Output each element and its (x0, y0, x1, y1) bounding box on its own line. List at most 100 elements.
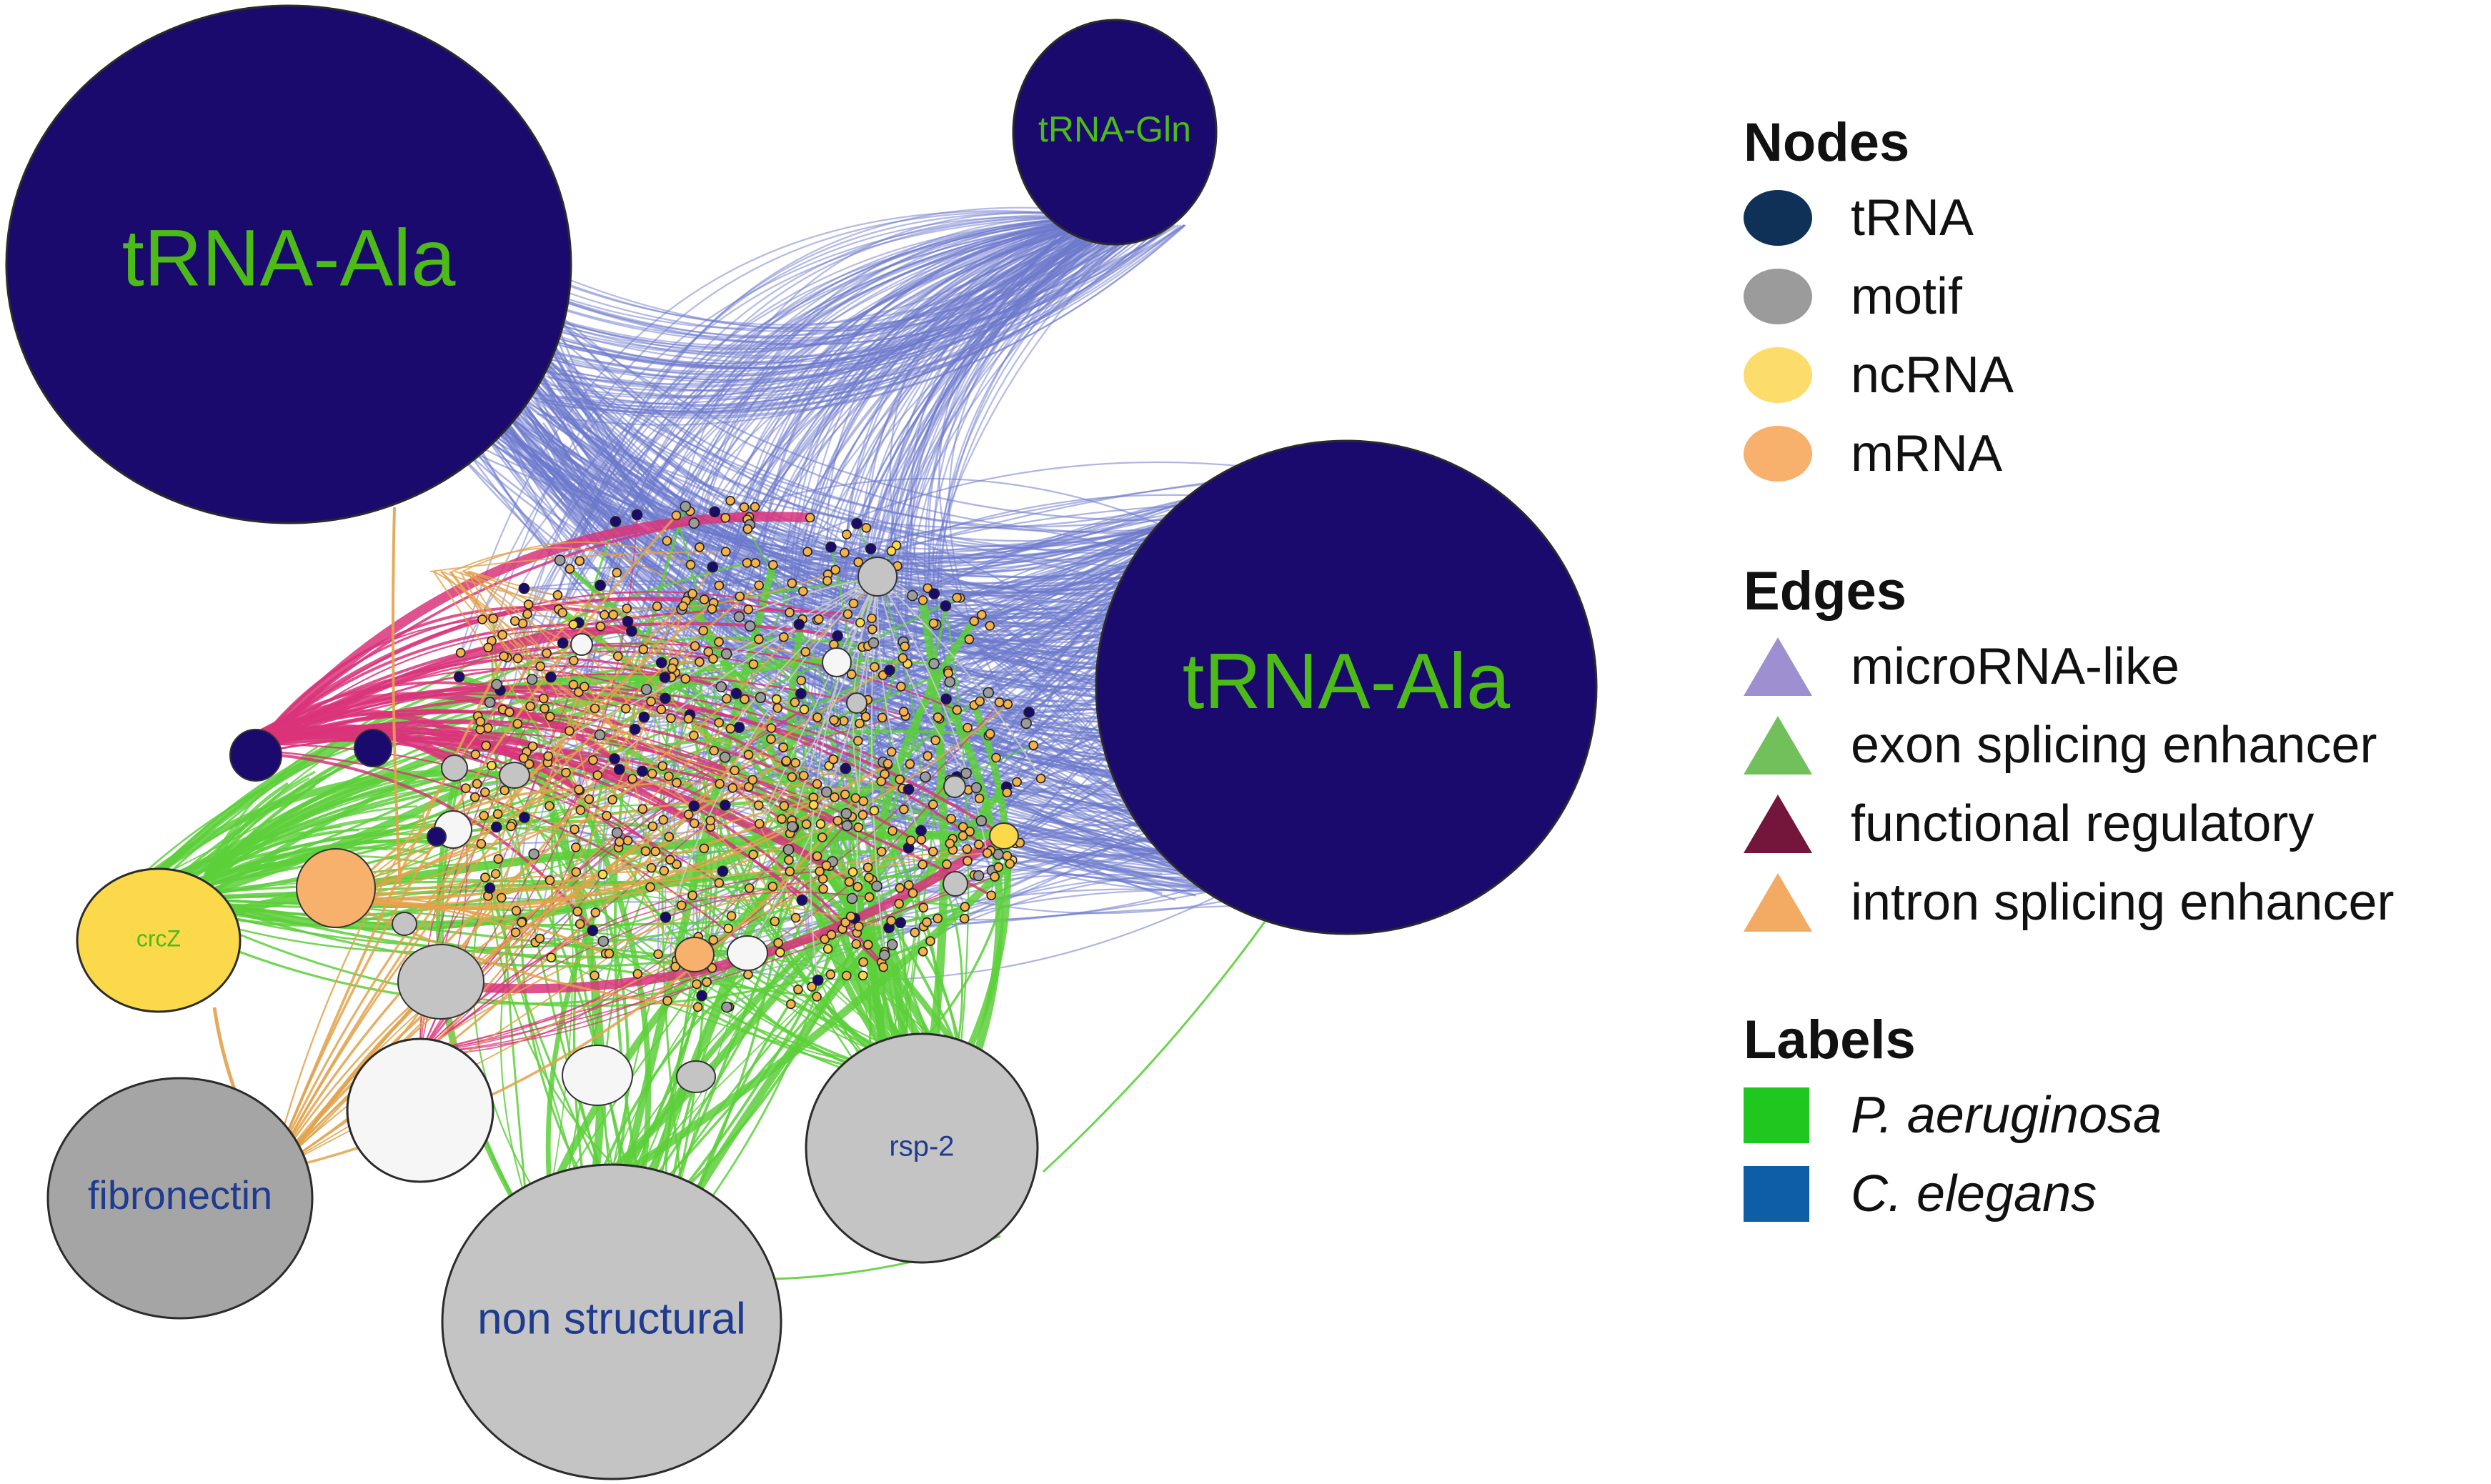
small-node (985, 621, 995, 631)
edge-functional-regulatory (257, 752, 595, 932)
small-node (671, 510, 682, 521)
small-node (545, 712, 555, 722)
small-node (772, 703, 783, 713)
small-node (812, 975, 824, 986)
medium-node (675, 937, 715, 972)
edge-motif (810, 576, 878, 980)
small-node (708, 654, 718, 664)
edge-microrna-like (459, 210, 1108, 653)
edge-intron-splicing-enhancer (271, 905, 682, 1172)
small-node (964, 634, 975, 644)
small-node (848, 598, 859, 609)
edge-functional-regulatory (253, 512, 811, 752)
edge-microrna-like (537, 224, 1144, 426)
small-node (973, 870, 985, 882)
small-node (870, 662, 880, 672)
small-node (750, 502, 760, 512)
small-node (973, 840, 984, 850)
small-node (543, 751, 554, 762)
small-node (469, 792, 480, 802)
small-node (620, 703, 631, 714)
small-node (552, 589, 563, 600)
legend-edges-row: functional regulatory (1744, 785, 2487, 863)
small-node (784, 855, 794, 865)
small-node (730, 687, 742, 699)
small-node (569, 655, 579, 666)
network-diagram: tRNA-AlatRNA-GlntRNA-AlacrcZfibronectinn… (5, 4, 1598, 1480)
small-node (787, 772, 797, 782)
small-node (767, 882, 778, 892)
small-node (886, 546, 897, 557)
small-node (714, 580, 725, 591)
medium-node (441, 755, 468, 782)
small-node (798, 586, 808, 597)
edge-microrna-like (569, 224, 1084, 364)
small-node (845, 911, 856, 922)
edge-functional-regulatory (256, 597, 687, 742)
edge-intron-splicing-enhancer (270, 572, 618, 1172)
small-node (969, 616, 980, 627)
small-node (672, 777, 682, 788)
small-node (748, 850, 758, 860)
edge-exon-splicing-enhancer (201, 790, 337, 884)
small-node (708, 935, 719, 945)
legend-labels-title: Labels (1744, 1010, 1916, 1070)
medium-node (846, 692, 867, 714)
medium-node (943, 871, 968, 897)
small-node (575, 556, 585, 567)
legend-nodes-label: ncRNA (1851, 347, 2014, 404)
edge-intron-splicing-enhancer (454, 571, 797, 918)
small-node (940, 693, 952, 705)
edge-microrna-like (545, 224, 1171, 398)
small-node (851, 517, 862, 529)
small-node (862, 862, 873, 872)
legend-edges-label: intron splicing enhancer (1851, 874, 2395, 931)
small-node (493, 854, 504, 864)
edge-exon-splicing-enhancer (943, 697, 1004, 1081)
small-node (778, 742, 788, 752)
small-node (707, 604, 717, 614)
small-node (455, 647, 466, 658)
edge-microrna-like (507, 345, 1232, 779)
small-node (975, 815, 988, 827)
small-node (720, 648, 732, 660)
small-node (905, 835, 916, 846)
small-node (622, 603, 632, 614)
small-node (647, 769, 657, 779)
edge-microrna-like (454, 314, 1178, 594)
edge-microrna-like (551, 307, 1237, 534)
small-node (720, 512, 731, 523)
small-node (715, 779, 725, 789)
small-node (1012, 777, 1022, 787)
edge-functional-regulatory (257, 629, 695, 755)
small-node (662, 995, 672, 1006)
small-node (743, 750, 754, 760)
small-node (629, 723, 641, 735)
small-node (613, 764, 625, 775)
edge-exon-splicing-enhancer (521, 623, 644, 1228)
small-node (561, 767, 571, 778)
small-node (755, 819, 765, 829)
small-node (709, 745, 720, 756)
small-node (742, 557, 752, 568)
small-node (730, 765, 740, 776)
edge-microrna-like (548, 224, 1173, 407)
small-node (1028, 740, 1038, 750)
small-node (453, 671, 465, 683)
small-node (887, 826, 898, 836)
small-node (545, 875, 555, 885)
edge-microrna-like (529, 224, 1120, 350)
small-node (714, 637, 724, 647)
small-node (594, 729, 606, 741)
small-node (818, 884, 828, 894)
small-node (923, 751, 933, 761)
edge-functional-regulatory (419, 792, 827, 1054)
medium-node (727, 935, 768, 971)
small-node (812, 779, 822, 789)
small-node (952, 592, 962, 603)
small-node (475, 717, 486, 727)
edge-microrna-like (549, 224, 1113, 326)
small-node (994, 697, 1005, 707)
small-node (846, 892, 858, 905)
